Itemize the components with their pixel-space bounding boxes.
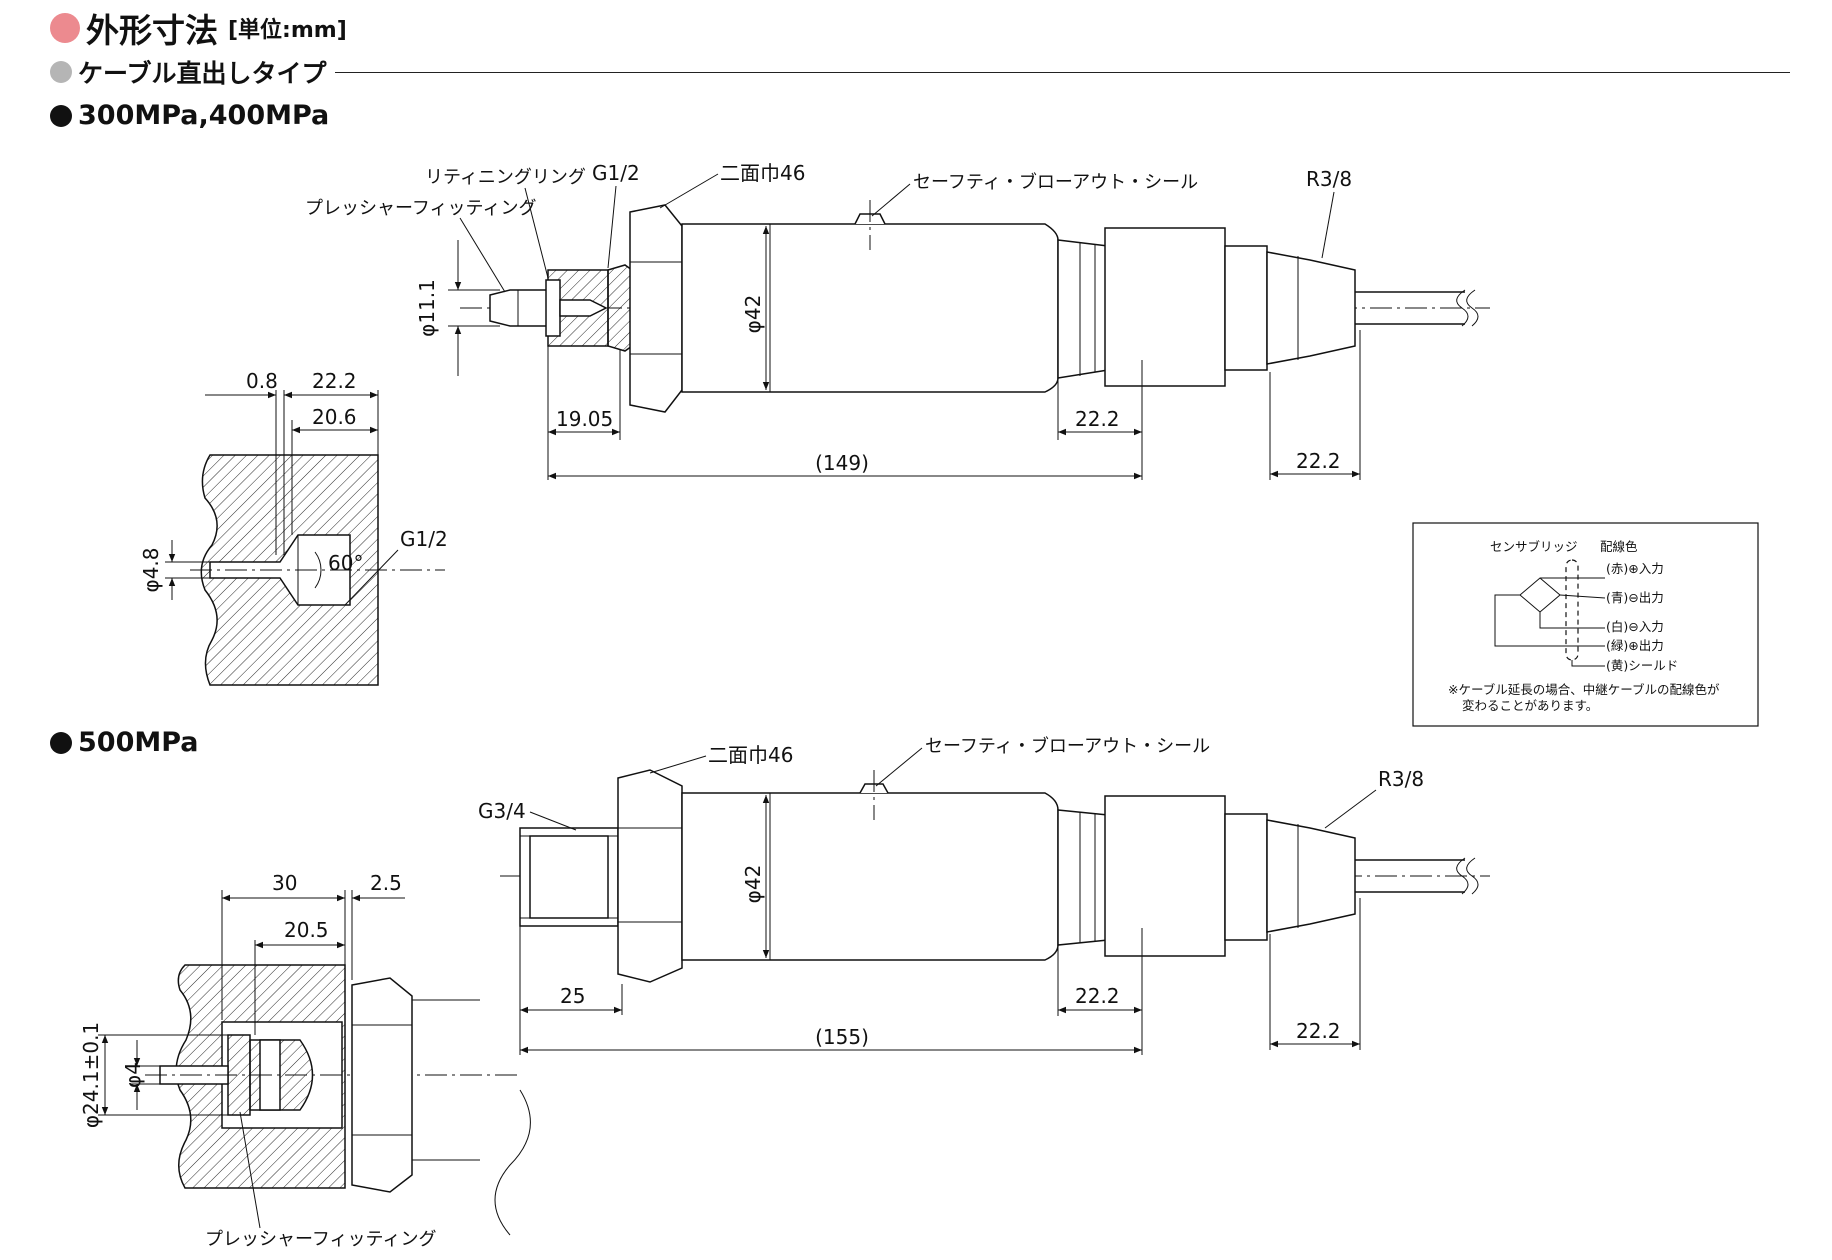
label-retaining-ring: リティニングリング <box>425 167 586 188</box>
dim-phi-42: φ42 <box>741 295 765 334</box>
wiring-color-title: 配線色 <box>1600 539 1638 554</box>
subtitle: ケーブル直出しタイプ <box>50 54 1790 90</box>
section1-heading-text: 300MPa,400MPa <box>78 100 330 131</box>
pink-bullet-icon <box>50 13 80 43</box>
port-dim-30: 30 <box>272 871 297 895</box>
gray-bullet-icon <box>50 61 72 83</box>
port-dim-20-6: 20.6 <box>312 405 357 429</box>
taper-r38-2 <box>1266 819 1356 933</box>
dim-22-2-b: 22.2 <box>1296 449 1341 473</box>
black-bullet-icon <box>50 104 72 127</box>
dim-155: (155) <box>815 1025 869 1049</box>
port-detail-500: 30 2.5 20.5 φ4 φ24.1±0.1 プレッシャーフィッティング <box>79 871 531 1250</box>
transducer-500 <box>500 769 1490 983</box>
leader <box>524 187 549 279</box>
port-dim-0-8: 0.8 <box>246 369 278 393</box>
wire-blue: (青)⊖出力 <box>1606 590 1664 605</box>
label-r38: R3/8 <box>1378 767 1424 791</box>
page-title: 外形寸法 [単位:mm] <box>50 4 347 52</box>
transducer-300-400 <box>460 200 1490 413</box>
section1-heading: 300MPa,400MPa <box>50 100 329 131</box>
label-pressure-fitting: プレッシャーフィッティング <box>305 198 536 219</box>
hex-46 <box>629 204 683 413</box>
dim-phi-11-1: φ11.1 <box>415 279 439 337</box>
wiring-note-2: 変わることがあります。 <box>1462 698 1598 713</box>
wire-yellow: (黄)シールド <box>1606 658 1678 673</box>
label-safety-seal: セーフティ・ブローアウト・シール <box>913 171 1198 193</box>
port-detail-300-400: 60° 0.8 22.2 20.6 φ4.8 G1/2 <box>139 369 448 686</box>
port-dim-phi-4: φ4 <box>121 1062 145 1088</box>
taper-r38-2 <box>1266 251 1356 365</box>
wiring-note-1: ※ケーブル延長の場合、中継ケーブルの配線色が <box>1448 682 1720 697</box>
body-phi42 <box>681 792 1059 961</box>
dim-22-2-a: 22.2 <box>1075 984 1120 1008</box>
dim-19-05: 19.05 <box>556 407 613 431</box>
port-dim-phi-24-1: φ24.1±0.1 <box>79 1022 103 1128</box>
port-dim-phi-4-8: φ4.8 <box>139 548 163 593</box>
section2-heading: 500MPa <box>50 727 199 758</box>
label-thread-g12: G1/2 <box>592 161 640 185</box>
wiring-diagram-box: センサブリッジ 配線色 (赤)⊕入力 (青)⊖出力 (白)⊖入力 (緑)⊕出力 … <box>1412 522 1759 727</box>
title-text: 外形寸法 <box>86 11 218 50</box>
section2-heading-text: 500MPa <box>78 727 199 758</box>
black-bullet-icon <box>50 731 72 754</box>
section2-callouts: G3/4 二面巾46 セーフティ・ブローアウト・シール R3/8 φ42 25 … <box>478 735 1424 1055</box>
port-thread-g12: G1/2 <box>400 527 448 551</box>
wire-white: (白)⊖入力 <box>1606 619 1664 634</box>
dim-22-2-b: 22.2 <box>1296 1019 1341 1043</box>
cable-nut <box>1104 227 1226 387</box>
dim-25: 25 <box>560 984 585 1008</box>
section1-callouts: リティニングリング プレッシャーフィッティング G1/2 二面巾46 セーフティ… <box>305 161 1361 480</box>
dim-phi-42: φ42 <box>741 865 765 904</box>
subtitle-text: ケーブル直出しタイプ <box>78 59 327 88</box>
wiring-bridge-label: センサブリッジ <box>1490 539 1578 554</box>
wire-red: (赤)⊕入力 <box>1606 561 1664 576</box>
label-thread-g34: G3/4 <box>478 799 526 823</box>
label-across-flats: 二面巾46 <box>708 743 793 767</box>
label-pressure-fitting: プレッシャーフィッティング <box>205 1229 436 1250</box>
label-r38: R3/8 <box>1306 167 1352 191</box>
port-angle-60: 60° <box>328 551 363 575</box>
pressure-fitting <box>489 289 551 327</box>
label-across-flats: 二面巾46 <box>720 161 805 185</box>
dim-22-2-a: 22.2 <box>1075 407 1120 431</box>
cable-nut <box>1104 795 1226 957</box>
dim-149: (149) <box>815 451 869 475</box>
subtitle-rule <box>334 71 1790 73</box>
unit-text: [単位:mm] <box>228 18 347 43</box>
port-dim-20-5: 20.5 <box>284 918 329 942</box>
hex-46 <box>617 769 683 983</box>
port-dim-2-5: 2.5 <box>370 871 402 895</box>
wire-green: (緑)⊕出力 <box>1606 638 1664 653</box>
label-safety-seal: セーフティ・ブローアウト・シール <box>925 735 1210 757</box>
port-dim-22-2: 22.2 <box>312 369 357 393</box>
